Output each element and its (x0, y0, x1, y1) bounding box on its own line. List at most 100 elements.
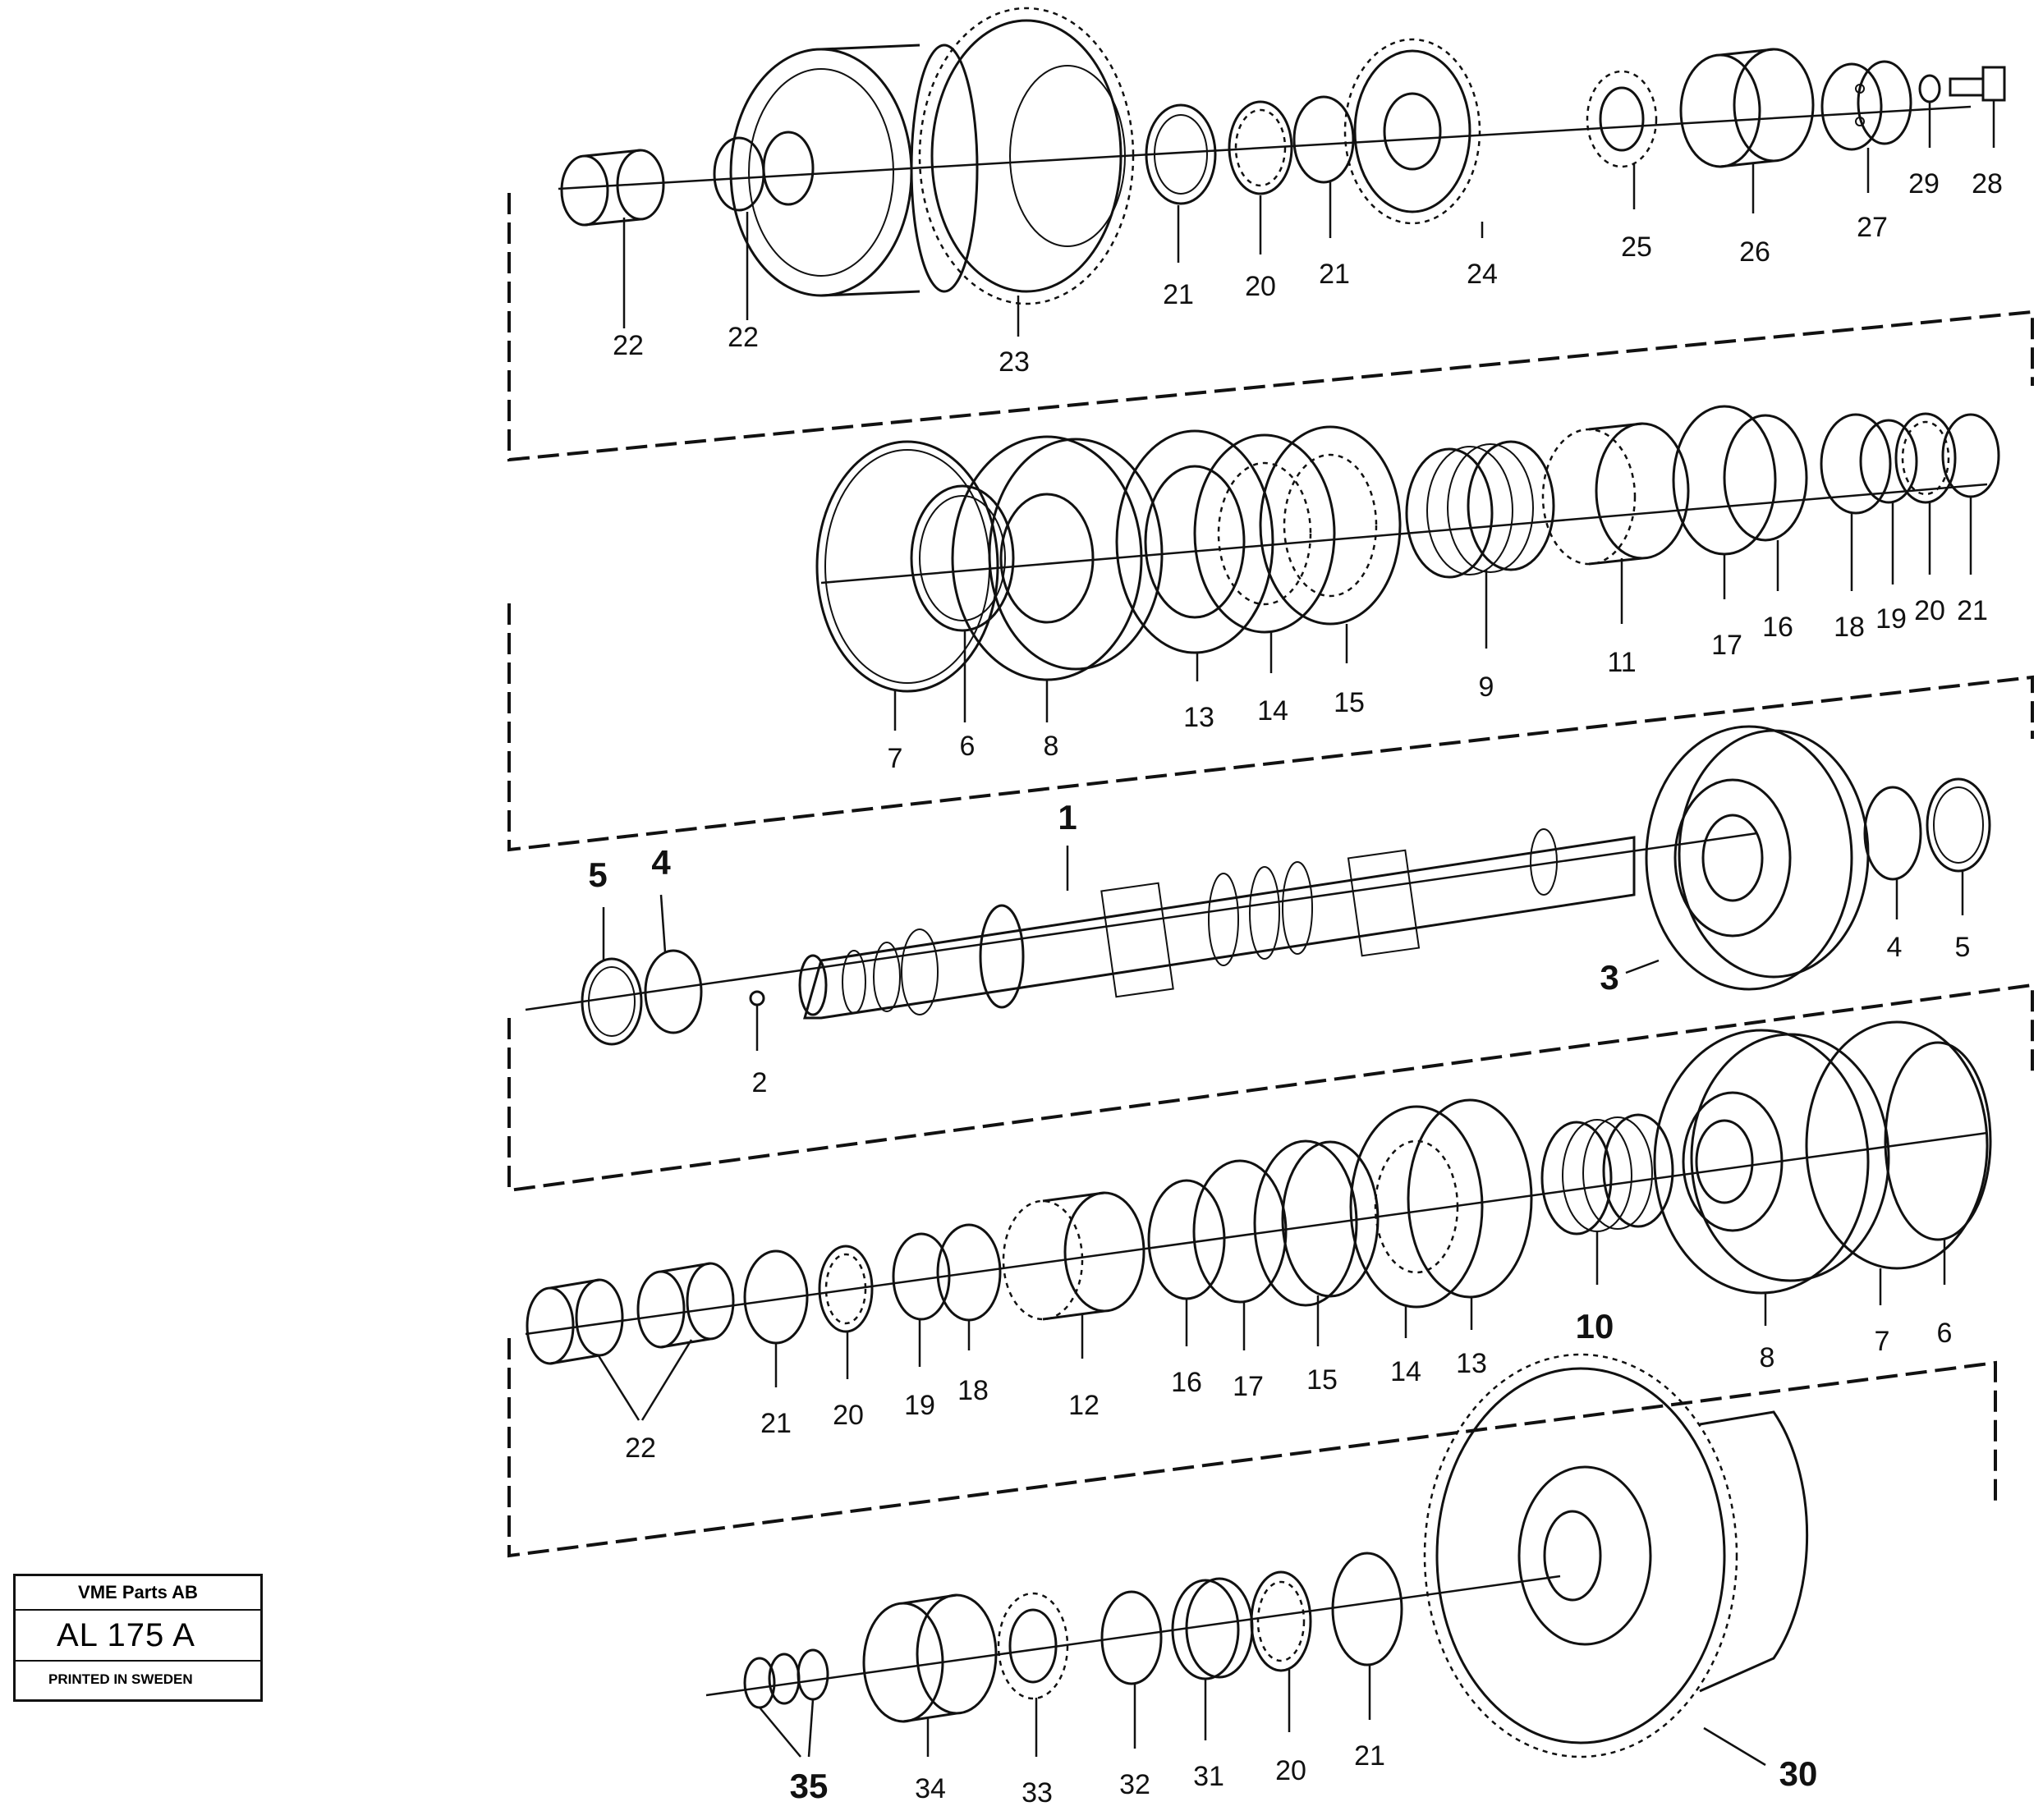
part-13-disc (1115, 429, 1274, 654)
part-32-ring (1100, 1590, 1163, 1685)
label-30: 30 (1779, 1754, 1818, 1793)
label-26: 26 (1739, 236, 1770, 268)
part-34-sleeve (862, 1593, 998, 1723)
part-14-friction-disc (1193, 433, 1336, 634)
part-17-ring-row4 (1192, 1159, 1288, 1304)
part-14-friction-disc-row4 (1349, 1105, 1484, 1309)
label-14: 14 (1390, 1356, 1421, 1387)
label-33: 33 (1022, 1777, 1053, 1809)
part-21-washer-row5 (1331, 1552, 1403, 1666)
part-21-washer (1941, 413, 2000, 498)
label-4: 4 (1887, 932, 1903, 963)
label-18: 18 (957, 1375, 989, 1406)
label-32: 32 (1119, 1769, 1150, 1800)
part-25-pinion (1586, 70, 1658, 168)
title-block-printed: PRINTED IN SWEDEN (48, 1671, 193, 1687)
label-17: 17 (1711, 630, 1742, 661)
part-9-spring (1405, 440, 1555, 579)
label-15: 15 (1306, 1364, 1338, 1396)
label-8: 8 (1044, 731, 1059, 762)
label-10: 10 (1576, 1307, 1614, 1346)
part-8-piston-row4 (1653, 1029, 1890, 1295)
label-3: 3 (1600, 958, 1618, 997)
label-25: 25 (1621, 232, 1652, 263)
label-22: 22 (613, 330, 644, 361)
part-26-sleeve (1679, 48, 1815, 168)
label-6: 6 (960, 731, 976, 762)
part-12-splined-hub (1002, 1191, 1145, 1321)
part-30-gear (1423, 1353, 1809, 1758)
label-21: 21 (1163, 279, 1194, 310)
part-7-snap-ring-row4 (1805, 1020, 1989, 1270)
part-19-ring (1859, 419, 1918, 504)
part-22-needle-bearings (526, 1262, 735, 1365)
label-6: 6 (1937, 1318, 1953, 1349)
label-20: 20 (1275, 1755, 1306, 1786)
label-20: 20 (833, 1400, 864, 1431)
row-2-bracket (507, 603, 2034, 852)
part-3-clutch-drum (1645, 725, 1870, 991)
label-18: 18 (1834, 612, 1865, 643)
part-1-main-shaft (798, 828, 1636, 1020)
label-21: 21 (1957, 595, 1988, 626)
label-1: 1 (1058, 798, 1077, 837)
label-21: 21 (1354, 1740, 1385, 1772)
part-2-ball (749, 990, 765, 1006)
row-4-bracket (507, 1338, 1997, 1558)
part-22-needle-bearing (560, 149, 665, 227)
part-13-disc-row4 (1407, 1098, 1533, 1299)
part-21-washer-top (1292, 95, 1355, 184)
part-27-cap (1820, 60, 1912, 151)
part-11-splined-hub (1541, 422, 1690, 566)
part-5-ring-left (581, 957, 643, 1046)
label-22: 22 (728, 322, 759, 353)
label-5: 5 (1955, 932, 1971, 963)
part-20-needle-thrust-bearing (1228, 100, 1293, 195)
label-31: 31 (1193, 1761, 1224, 1792)
label-8: 8 (1760, 1342, 1775, 1373)
label-19: 19 (904, 1390, 935, 1421)
title-block: VME Parts AB AL 175 A PRINTED IN SWEDEN (13, 1574, 263, 1702)
title-block-company: VME Parts AB (16, 1576, 260, 1611)
part-29-washer (1918, 74, 1941, 103)
row-4: 22 21 20 19 18 12 16 17 15 14 13 10 8 7 … (507, 1020, 1997, 1558)
part-4-snap-ring-left (644, 949, 703, 1034)
label-20: 20 (1914, 595, 1945, 626)
part-18-ring (1820, 413, 1892, 515)
part-23-clutch-drum-gear (729, 7, 1135, 305)
part-5-ring-right (1926, 777, 1991, 873)
part-20-needle-thrust-row5 (1250, 1570, 1312, 1672)
label-28: 28 (1972, 168, 2003, 199)
label-9: 9 (1479, 672, 1494, 703)
part-20-needle-thrust-row4 (818, 1245, 874, 1333)
label-16: 16 (1762, 612, 1793, 643)
part-16-snap-ring (1723, 414, 1808, 542)
label-14: 14 (1257, 695, 1288, 727)
part-4-snap-ring-right (1863, 786, 1922, 881)
label-22: 22 (625, 1433, 656, 1464)
label-20: 20 (1245, 271, 1276, 302)
row-5: 35 34 33 32 31 20 21 30 (705, 1353, 1818, 1809)
label-27: 27 (1857, 212, 1888, 243)
part-15-disc (1259, 425, 1402, 626)
part-24-gear (1343, 38, 1481, 225)
label-12: 12 (1068, 1390, 1100, 1421)
part-19-ring-row4 (892, 1232, 951, 1321)
row-1-bracket (507, 193, 2034, 462)
label-34: 34 (915, 1773, 946, 1804)
part-6-seal-ring-row4 (1884, 1041, 1992, 1241)
part-8-piston (951, 435, 1164, 681)
row-3: 5 4 2 1 3 4 5 (507, 725, 2034, 1193)
row-2: 7 6 8 13 14 15 9 11 17 16 18 19 20 21 (507, 405, 2034, 852)
label-13: 13 (1183, 702, 1214, 733)
row-3-bracket (507, 983, 2034, 1193)
label-21: 21 (760, 1408, 792, 1439)
part-28-bolt (1949, 66, 2006, 102)
title-block-code: AL 175 A (16, 1611, 260, 1662)
label-29: 29 (1908, 168, 1940, 199)
label-15: 15 (1334, 687, 1365, 718)
part-33-pinion (997, 1592, 1069, 1700)
label-24: 24 (1467, 259, 1498, 290)
part-22-bushing (713, 131, 815, 212)
